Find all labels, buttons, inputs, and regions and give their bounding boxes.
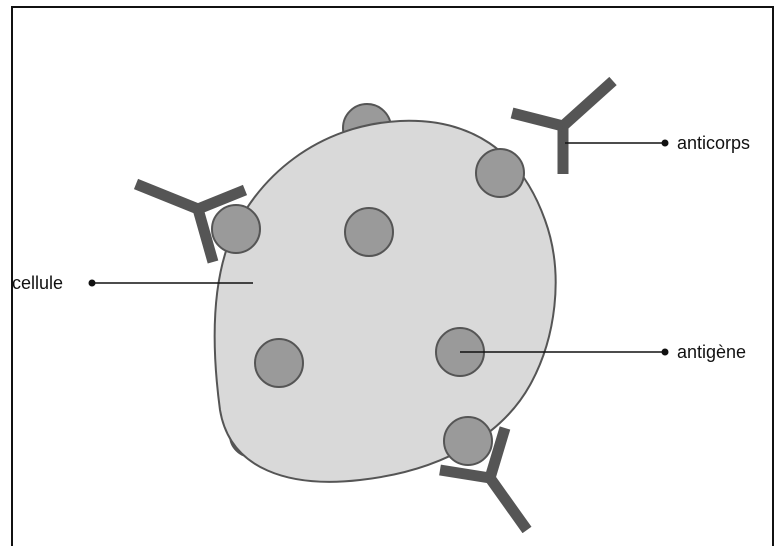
cell-antibody-diagram: cellule anticorps antigène — [12, 76, 750, 533]
antigen — [475, 148, 525, 198]
antigen-leader-dot — [661, 348, 669, 356]
antigen — [211, 204, 261, 254]
cell-label: cellule — [12, 273, 63, 293]
antibody — [439, 426, 532, 533]
antigen — [254, 338, 304, 388]
cell-leader-dot — [88, 279, 96, 287]
antigen-label: antigène — [677, 342, 746, 362]
antigen — [443, 416, 493, 466]
antigen — [344, 207, 394, 257]
antibody-leader-dot — [661, 139, 669, 147]
antibody — [510, 76, 617, 174]
antibody — [133, 178, 248, 264]
antibody-label: anticorps — [677, 133, 750, 153]
